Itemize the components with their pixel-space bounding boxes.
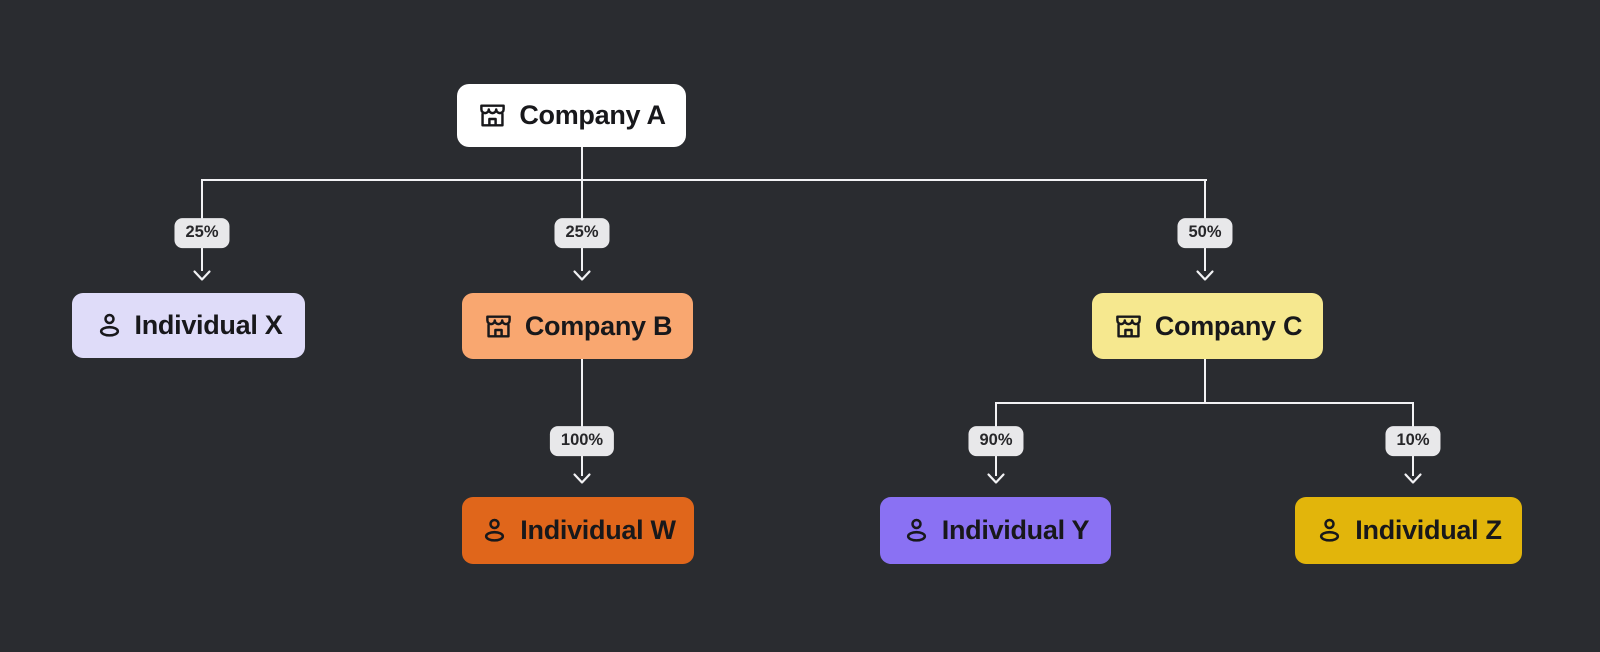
node-label: Individual X [134, 310, 283, 340]
connector-horizontal-company-c [995, 402, 1414, 404]
connector-stem-company-c [1204, 359, 1206, 404]
connector-stem-company-a [581, 147, 583, 181]
connector-main-horizontal [201, 179, 1207, 181]
node-individual-y[interactable]: Individual Y [880, 497, 1111, 564]
node-company-c[interactable]: Company C [1092, 293, 1323, 359]
node-label: Company A [519, 100, 666, 130]
person-icon [902, 516, 931, 545]
arrowhead-individual-w [573, 473, 591, 484]
node-individual-x[interactable]: Individual X [72, 293, 305, 358]
arrowhead-company-b [573, 270, 591, 281]
storefront-icon [477, 100, 508, 131]
ownership-badge: 10% [1385, 426, 1441, 456]
ownership-badge: 100% [549, 426, 615, 456]
ownership-badge: 25% [174, 218, 230, 248]
ownership-badge: 50% [1177, 218, 1233, 248]
node-company-b[interactable]: Company B [462, 293, 693, 359]
arrowhead-individual-y [987, 473, 1005, 484]
arrowhead-individual-z [1404, 473, 1422, 484]
node-individual-z[interactable]: Individual Z [1295, 497, 1522, 564]
node-label: Company C [1154, 310, 1303, 341]
arrowhead-individual-x [193, 270, 211, 281]
node-label: Individual Y [941, 515, 1090, 545]
storefront-icon [1113, 311, 1144, 342]
storefront-icon [483, 311, 514, 342]
node-label: Company B [524, 310, 673, 341]
connector-stem-company-b [581, 359, 583, 476]
node-individual-w[interactable]: Individual W [462, 497, 694, 564]
node-label: Individual Z [1355, 515, 1502, 545]
ownership-badge: 90% [968, 426, 1024, 456]
person-icon [480, 516, 509, 545]
person-icon [95, 311, 124, 340]
person-icon [1315, 516, 1344, 545]
node-company-a[interactable]: Company A [457, 84, 686, 147]
arrowhead-company-c [1196, 270, 1214, 281]
node-label: Individual W [520, 515, 676, 545]
ownership-badge: 25% [554, 218, 610, 248]
